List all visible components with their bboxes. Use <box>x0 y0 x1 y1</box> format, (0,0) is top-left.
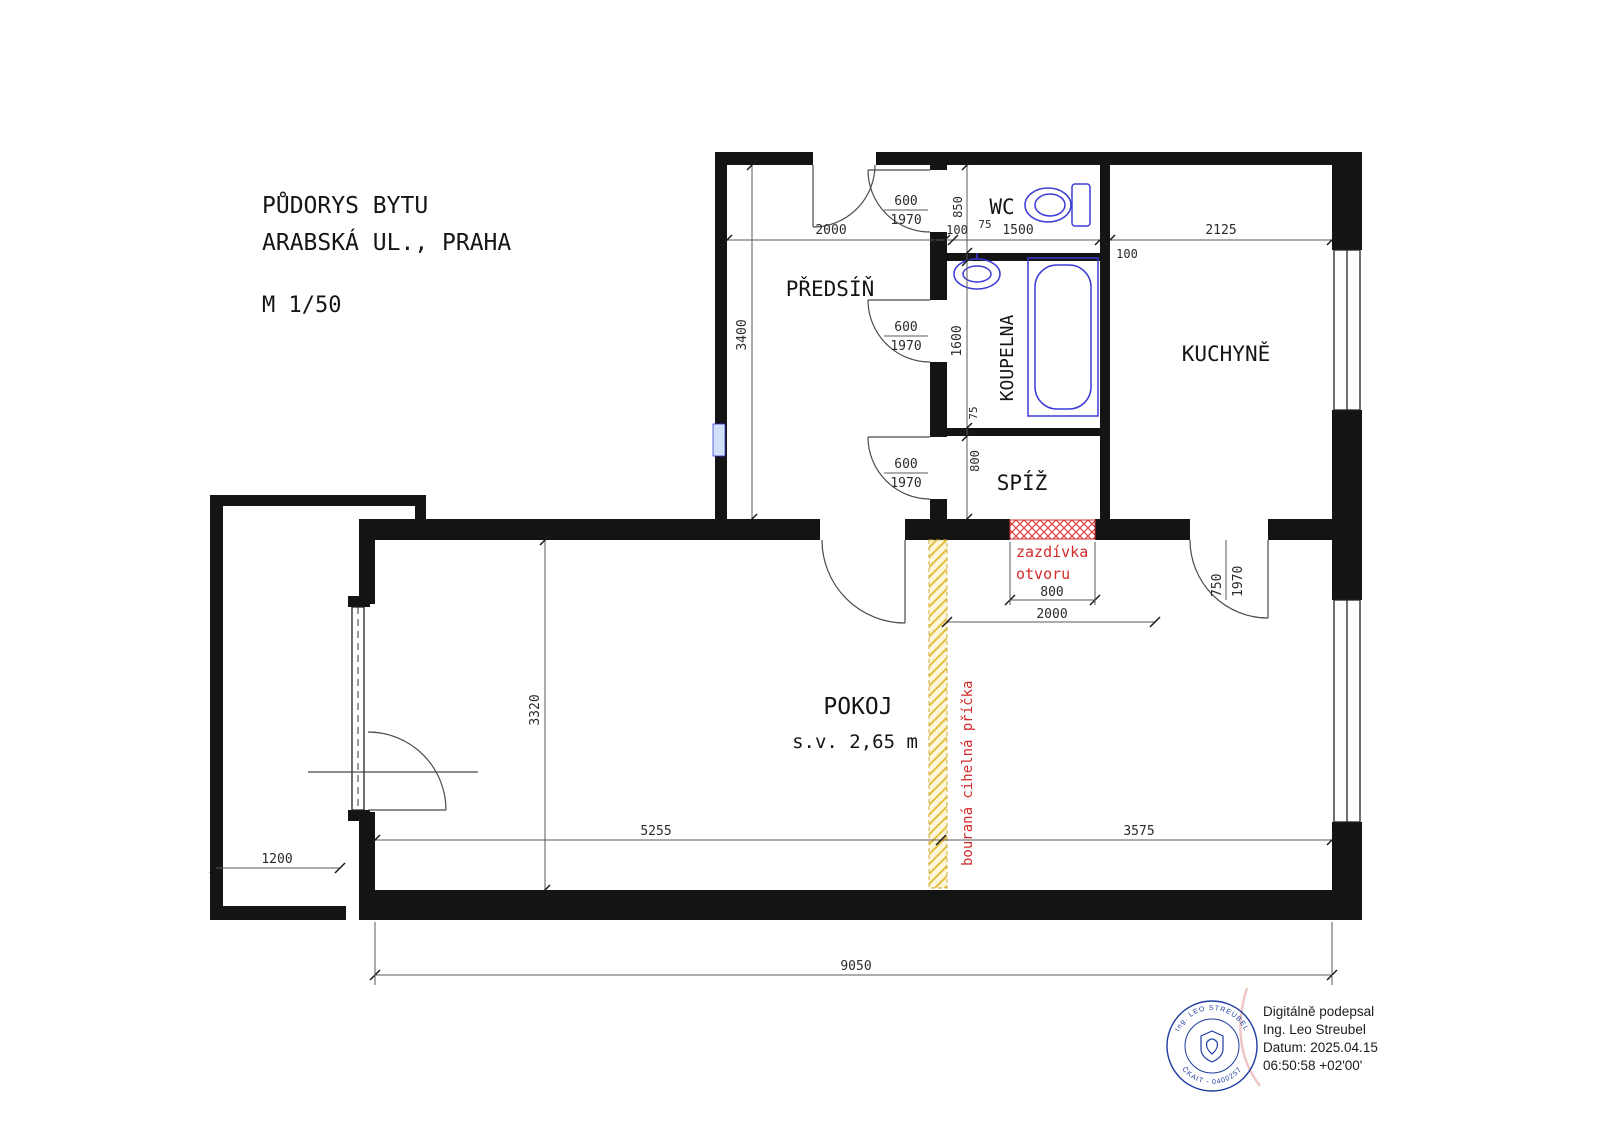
kitchen-to-room-door <box>1189 539 1269 619</box>
dim-balcony-width: 1200 <box>261 852 292 867</box>
dim-wall-a: 100 <box>946 223 968 237</box>
dim-opening-width: 800 <box>1040 585 1063 600</box>
signature-line2: Ing. Leo Streubel <box>1263 1022 1366 1037</box>
hall-to-room-door <box>821 539 906 624</box>
toilet-icon <box>1024 183 1091 227</box>
infill-opening-hatch <box>1009 519 1096 540</box>
dim-pantry-depth: 800 <box>968 450 982 472</box>
room-label-wc: WC <box>989 195 1014 219</box>
bathroom-door-size: 600 1970 <box>884 320 928 354</box>
dimension-lines <box>209 159 1338 985</box>
dim-kitchen-width: 2125 <box>1205 223 1236 238</box>
wc-door <box>867 169 931 233</box>
dim-room-depth: 3320 <box>528 694 543 725</box>
svg-text:750: 750 <box>1210 574 1225 597</box>
stamp-crest-icon <box>1200 1030 1224 1063</box>
kitchen-door-size: 750 1970 <box>1210 566 1246 597</box>
fixtures <box>712 183 1099 457</box>
balcony-glazing <box>351 606 365 811</box>
windows <box>351 249 1361 823</box>
room-label-bathroom: KOUPELNA <box>997 314 1018 401</box>
pantry-door-size: 600 1970 <box>884 457 928 491</box>
project-address: ARABSKÁ UL., PRAHA <box>262 228 511 256</box>
svg-text:1970: 1970 <box>890 339 921 354</box>
dim-wc-depth: 850 <box>951 196 965 218</box>
signature-line4: 06:50:58 +02'00' <box>1263 1058 1362 1073</box>
dim-room-right-width: 3575 <box>1123 824 1154 839</box>
pantry-door <box>867 436 931 500</box>
balcony-door <box>308 731 478 811</box>
room-label-kitchen: KUCHYNĚ <box>1182 341 1271 366</box>
svg-text:600: 600 <box>894 320 917 335</box>
signature-line3: Datum: 2025.04.15 <box>1263 1040 1378 1055</box>
dim-hall-width: 2000 <box>815 223 846 238</box>
dim-room-left-width: 5255 <box>640 824 671 839</box>
walls <box>210 152 1362 920</box>
sink-icon <box>953 253 1001 290</box>
infill-note-line1: zazdívka <box>1016 543 1088 561</box>
project-title: PŮDORYS BYTU <box>262 190 428 219</box>
svg-text:1970: 1970 <box>890 476 921 491</box>
dim-wall-b: 100 <box>1116 247 1138 261</box>
room-label-pantry: SPÍŽ <box>997 470 1048 495</box>
signature-flourish <box>1239 987 1261 1087</box>
living-room-window <box>1333 599 1361 823</box>
drawing-scale: M 1/50 <box>262 293 341 318</box>
wc-door-size: 600 1970 <box>884 194 928 228</box>
door-symbols <box>308 164 1269 811</box>
svg-text:1970: 1970 <box>890 213 921 228</box>
ceiling-height-label: s.v. 2,65 m <box>792 731 918 753</box>
dim-hall-depth: 3400 <box>735 319 750 350</box>
svg-text:600: 600 <box>894 457 917 472</box>
authorization-stamp: Ing. LEO STREUBEL ČKAIT - 0400257 <box>1166 1000 1258 1092</box>
demolition-note: bouraná cihelná příčka <box>960 681 976 866</box>
kitchen-window <box>1333 249 1361 411</box>
room-label-hall: PŘEDSÍŇ <box>786 276 875 301</box>
infill-note-line2: otvoru <box>1016 565 1070 583</box>
dim-wc-width: 1500 <box>1002 223 1033 238</box>
dim-total-width: 9050 <box>840 959 871 974</box>
svg-text:600: 600 <box>894 194 917 209</box>
radiator <box>712 423 726 457</box>
bathtub-icon <box>1027 257 1099 417</box>
svg-text:ČKAIT - 0400257: ČKAIT - 0400257 <box>1180 1065 1243 1086</box>
dim-opening-span: 2000 <box>1036 607 1067 622</box>
entrance-door <box>812 164 876 228</box>
bathroom-door <box>867 299 931 363</box>
signature-line1: Digitálně podepsal <box>1263 1004 1374 1019</box>
dim-bathroom-depth: 1600 <box>950 325 965 356</box>
svg-text:1970: 1970 <box>1231 566 1246 597</box>
room-label-living: POKOJ <box>823 694 892 720</box>
dim-partition: 75 <box>967 406 980 419</box>
dim-wc-offset: 75 <box>978 218 991 231</box>
